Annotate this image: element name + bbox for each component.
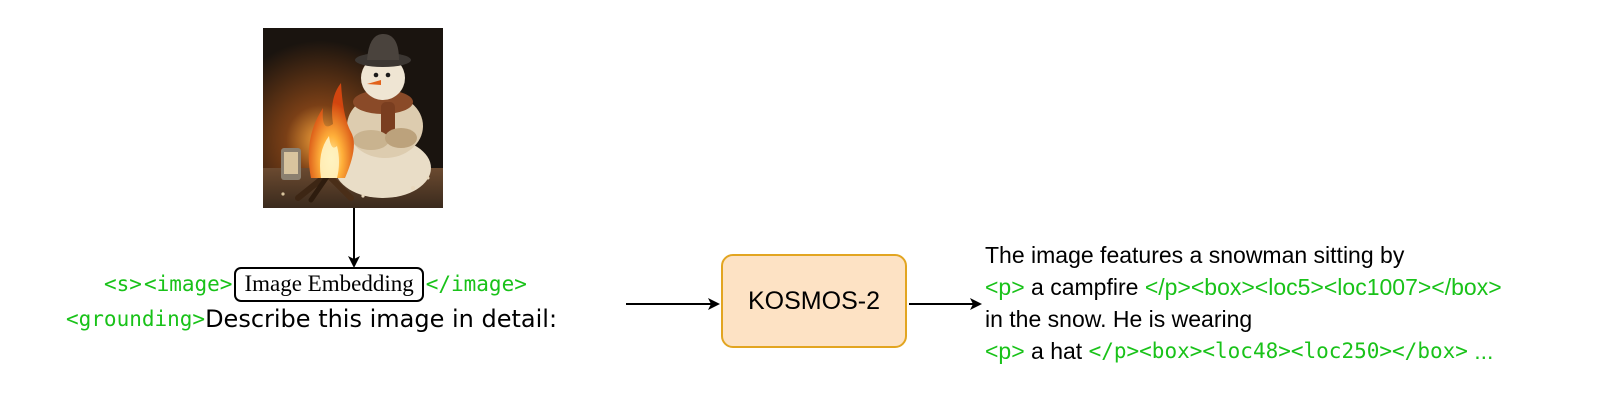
output-text-1: The image features a snowman sitting by xyxy=(985,241,1405,268)
input-sequence-line-1: <s> <image> Image Embedding </image> xyxy=(104,266,527,302)
output-line-2: <p> a campfire </p><box><loc5><loc1007><… xyxy=(985,272,1502,302)
output-ellipsis: ... xyxy=(1467,337,1494,364)
output-line-1: The image features a snowman sitting by xyxy=(985,240,1404,270)
grounded-phrase-1: a campfire xyxy=(1024,273,1145,300)
prompt-text: Describe this image in detail: xyxy=(205,305,558,333)
output-line-3: in the snow. He is wearing xyxy=(985,304,1252,334)
input-image-snowman-campfire xyxy=(263,28,443,208)
start-token: <s> xyxy=(104,272,142,296)
image-open-token: <image> xyxy=(143,272,233,296)
grounding-token: <grounding> xyxy=(66,307,206,331)
phrase-open-token-1: <p> xyxy=(985,273,1025,300)
image-embedding-box: Image Embedding xyxy=(234,266,424,302)
output-line-4: <p> a hat </p><box><loc48><loc250></box>… xyxy=(985,336,1493,366)
output-text-3: in the snow. He is wearing xyxy=(985,305,1253,332)
phrase-open-token-2: <p> xyxy=(985,337,1025,364)
location-tokens-2: </p><box><loc48><loc250></box> xyxy=(1088,339,1468,363)
location-tokens-1: </p><box><loc5><loc1007></box> xyxy=(1144,273,1502,300)
grounded-phrase-2: a hat xyxy=(1024,337,1089,364)
model-name: KOSMOS-2 xyxy=(748,286,880,315)
image-close-token: </image> xyxy=(425,272,527,296)
input-sequence-line-2: <grounding> Describe this image in detai… xyxy=(66,303,557,335)
model-box: KOSMOS-2 xyxy=(721,254,907,348)
